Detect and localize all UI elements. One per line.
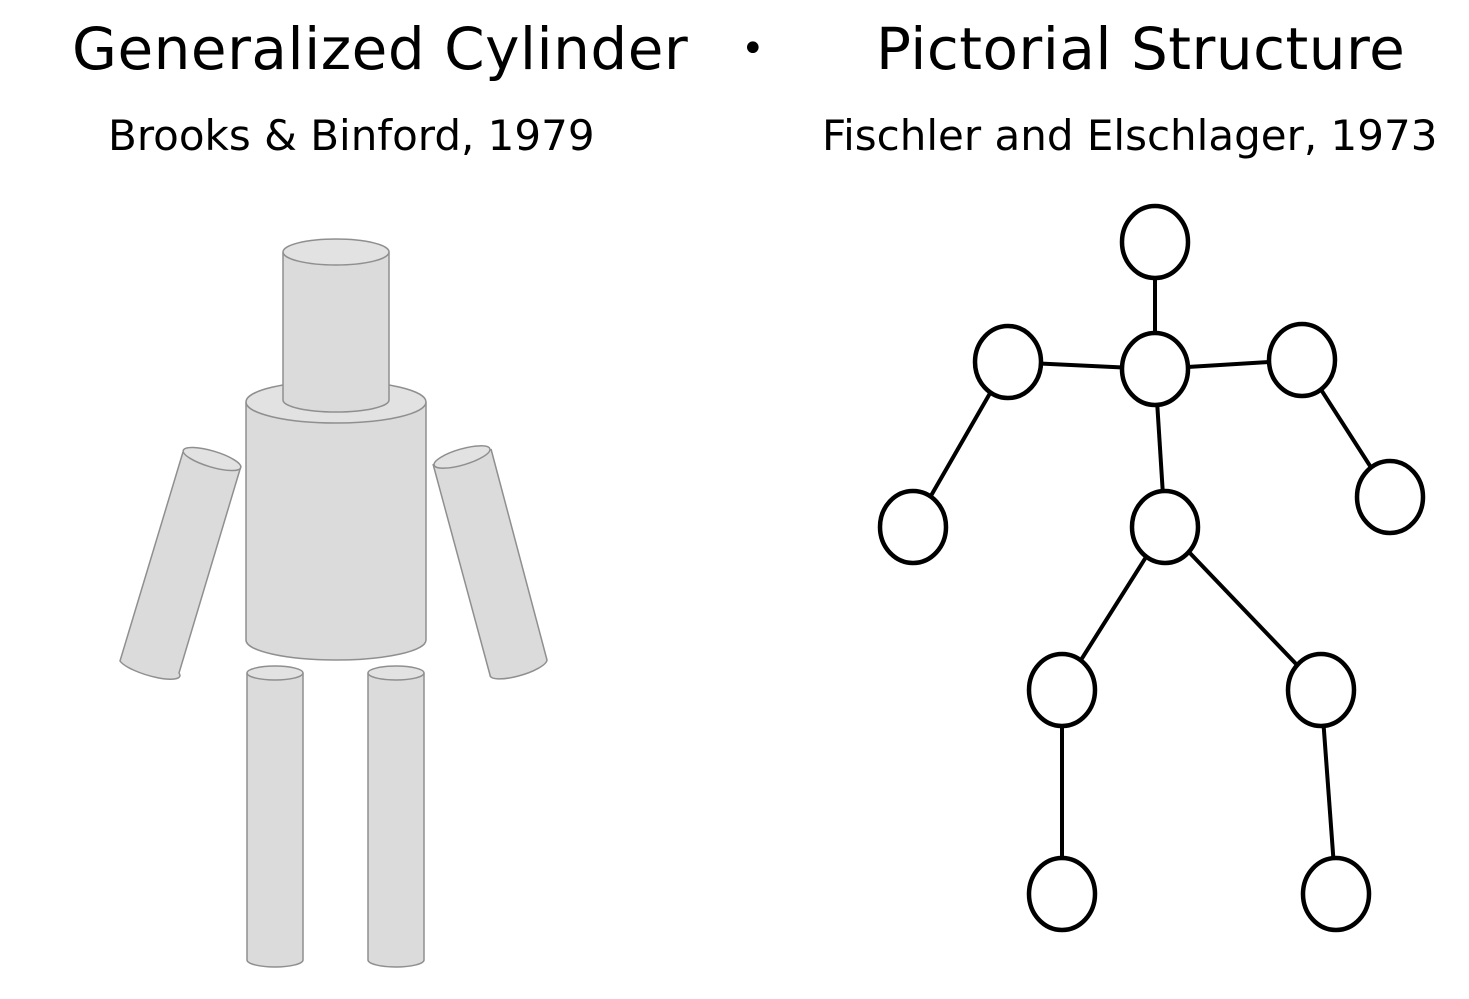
left-citation: Brooks & Binford, 1979 bbox=[108, 111, 595, 160]
node-left-foot bbox=[1026, 855, 1098, 933]
node-right-shoulder bbox=[1266, 321, 1338, 399]
node-head bbox=[1119, 203, 1191, 281]
node-right-foot bbox=[1300, 855, 1372, 933]
cylinder-right-leg bbox=[367, 665, 425, 968]
node-right-hand bbox=[1354, 458, 1426, 536]
pictorial-structure-graph bbox=[877, 203, 1426, 933]
cylinder-right-arm bbox=[432, 445, 548, 680]
node-neck bbox=[1119, 330, 1191, 408]
node-right-knee bbox=[1285, 651, 1357, 729]
cylinder-left-arm bbox=[119, 446, 242, 680]
node-left-knee bbox=[1026, 651, 1098, 729]
graph-nodes bbox=[877, 203, 1426, 933]
bullet-separator: • bbox=[741, 26, 765, 72]
left-title: Generalized Cylinder bbox=[72, 15, 689, 83]
node-left-shoulder bbox=[972, 323, 1044, 401]
right-title: Pictorial Structure bbox=[876, 15, 1406, 83]
edge-hip-right-knee bbox=[1163, 525, 1323, 692]
cylinder-torso bbox=[245, 380, 427, 661]
right-citation: Fischler and Elschlager, 1973 bbox=[822, 111, 1438, 160]
cylinder-left-leg bbox=[246, 665, 304, 968]
node-left-hand bbox=[877, 488, 949, 566]
cylinder-figure bbox=[119, 238, 548, 968]
cylinder-head bbox=[282, 238, 390, 413]
node-hip bbox=[1129, 488, 1201, 566]
